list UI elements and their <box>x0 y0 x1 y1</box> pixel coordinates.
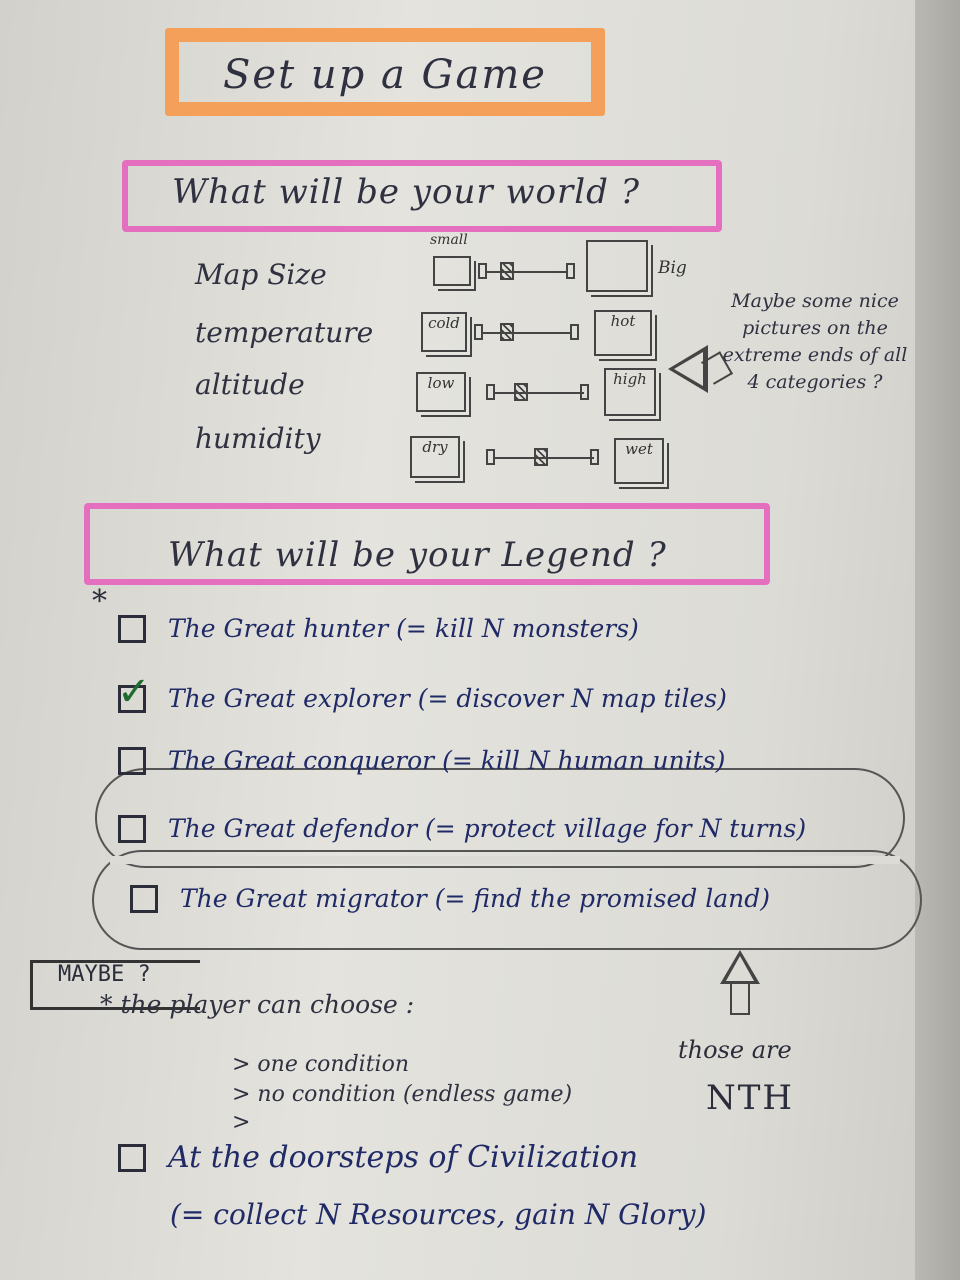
side-note: Maybe some nice pictures on the extreme … <box>722 290 908 393</box>
slider-track <box>482 332 572 334</box>
condition-item: > no condition (endless game) <box>232 1082 573 1107</box>
arrow-left-icon <box>668 345 708 393</box>
legend-option-label: The Great conqueror (= kill N human unit… <box>168 746 726 775</box>
slider-left-end: dry <box>410 436 460 478</box>
legend-heading: What will be your Legend ? <box>168 535 667 575</box>
slider-track <box>486 271 568 273</box>
page-title: Set up a Game <box>223 52 547 98</box>
condition-item: > one condition <box>232 1052 409 1077</box>
world-heading-box <box>122 160 722 232</box>
big-hint: Big <box>658 258 687 278</box>
slider-track <box>494 392 584 394</box>
civilization-sub: (= collect N Resources, gain N Glory) <box>170 1198 707 1231</box>
title-highlight-box <box>165 28 605 116</box>
legend-option[interactable]: The Great hunter (= kill N monsters) <box>118 614 639 643</box>
checkbox[interactable] <box>118 746 146 775</box>
small-hint: small <box>430 232 468 248</box>
player-choice-line: * the player can choose : <box>100 990 415 1019</box>
slider-max-marker <box>570 324 579 340</box>
map-small-icon <box>433 256 471 286</box>
civilization-label: At the doorsteps of Civilization <box>168 1140 639 1175</box>
legend-option-label: The Great hunter (= kill N monsters) <box>168 614 639 643</box>
slider-handle[interactable] <box>500 262 514 280</box>
map-big-icon <box>586 240 648 292</box>
condition-item: > <box>232 1110 251 1135</box>
slider-label: Map Size <box>195 258 327 291</box>
paper-sheet <box>0 0 920 1280</box>
slider-max-marker <box>590 449 599 465</box>
slider-left-end: cold <box>421 312 467 352</box>
slider-handle[interactable] <box>514 383 528 401</box>
nth-cloud-outline <box>95 768 905 868</box>
nth-note: those are <box>678 1036 792 1064</box>
asterisk-marker: * <box>92 584 107 619</box>
legend-option[interactable]: The Great migrator (= find the promised … <box>130 884 770 913</box>
checkbox[interactable] <box>118 1143 146 1172</box>
legend-option-label: The Great defendor (= protect village fo… <box>168 814 807 843</box>
slider-label: altitude <box>195 368 305 401</box>
slider-max-marker <box>566 263 575 279</box>
legend-option-label: The Great explorer (= discover N map til… <box>168 684 727 713</box>
slider-right-end: wet <box>614 438 664 484</box>
slider-max-marker <box>580 384 589 400</box>
civilization-option[interactable]: At the doorsteps of Civilization <box>118 1140 638 1175</box>
legend-option[interactable]: The Great conqueror (= kill N human unit… <box>118 746 725 775</box>
maybe-bracket <box>30 960 200 1010</box>
maybe-tag: MAYBE ? <box>58 962 151 987</box>
slider-left-end: low <box>416 372 466 412</box>
slider-label: humidity <box>195 422 321 455</box>
slider-handle[interactable] <box>500 323 514 341</box>
legend-option[interactable]: The Great defendor (= protect village fo… <box>118 814 806 843</box>
slider-right-end: hot <box>594 310 652 356</box>
legend-heading-box <box>84 503 770 585</box>
legend-option-label: The Great migrator (= find the promised … <box>180 884 770 913</box>
legend-option[interactable]: ✓ The Great explorer (= discover N map t… <box>117 672 727 714</box>
paper-edge <box>915 0 960 1280</box>
nth-label: NTH <box>706 1078 795 1118</box>
cloud-divider-mask <box>110 856 900 864</box>
slider-right-end: high <box>604 368 656 416</box>
checkmark-icon: ✓ <box>117 668 151 715</box>
up-arrow-shaft <box>730 983 750 1015</box>
up-arrow-icon <box>720 950 760 984</box>
slider-handle[interactable] <box>534 448 548 466</box>
world-heading: What will be your world ? <box>172 172 640 212</box>
checkbox[interactable] <box>130 884 158 913</box>
checkbox[interactable] <box>118 814 146 843</box>
nth-cloud-outline <box>92 850 922 950</box>
checkbox[interactable] <box>118 614 146 643</box>
slider-label: temperature <box>195 316 374 349</box>
checkbox[interactable]: ✓ <box>117 672 151 713</box>
